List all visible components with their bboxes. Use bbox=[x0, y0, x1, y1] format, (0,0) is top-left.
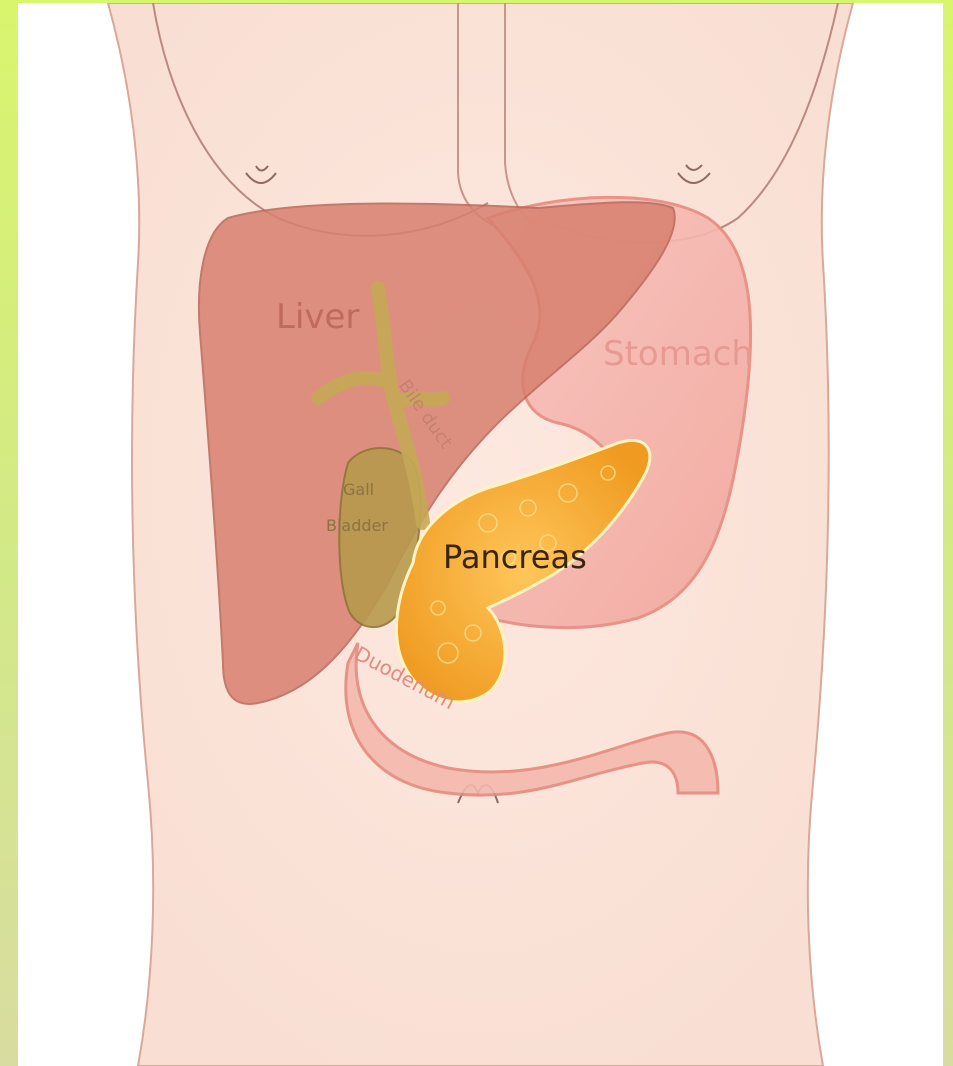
gall-bladder-label-line2: Bladder bbox=[326, 516, 388, 535]
liver-label: Liver bbox=[276, 297, 359, 337]
pancreas-label: Pancreas bbox=[443, 538, 587, 576]
abdomen-anatomy-diagram: Liver Stomach Bile duct Gall Bladder Pan… bbox=[18, 3, 943, 1066]
gall-bladder-label-line1: Gall bbox=[343, 480, 374, 499]
stomach-label: Stomach bbox=[603, 334, 753, 374]
illustration-frame: Liver Stomach Bile duct Gall Bladder Pan… bbox=[18, 3, 943, 1066]
